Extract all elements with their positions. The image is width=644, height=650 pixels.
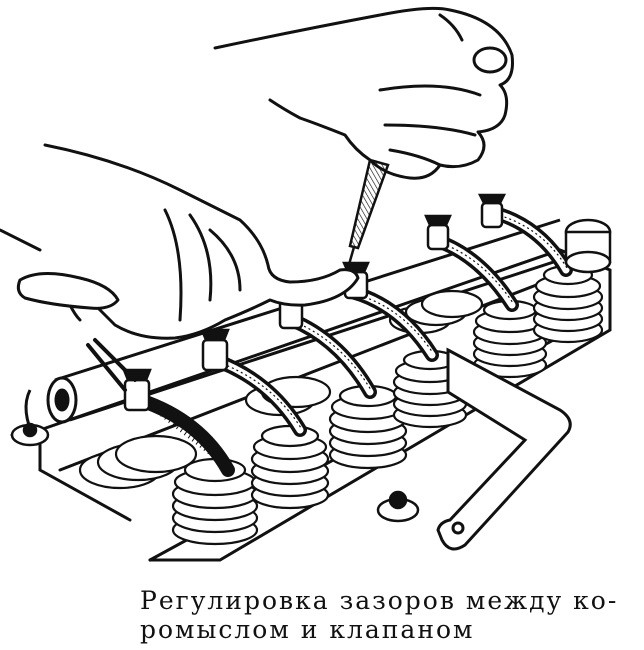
valve-spring-3 [328, 384, 408, 470]
rocker-posts [122, 193, 507, 412]
illustration [0, 6, 612, 562]
valve-spring-1 [171, 457, 259, 546]
caption-line-1: Регулировка зазоров между ко- [140, 586, 619, 615]
bolt-left [10, 422, 50, 447]
adjuster-nut-6 [477, 193, 507, 229]
oil-cap [564, 218, 612, 274]
screwdriver [346, 158, 390, 269]
block-bolts [10, 218, 612, 523]
bolt-front [376, 490, 420, 523]
valve-spring-2 [250, 424, 330, 510]
adjuster-nut-2 [200, 328, 230, 372]
right-hand [213, 6, 514, 180]
adjuster-nut-5 [424, 214, 452, 251]
rocker-arm-1 [133, 393, 235, 477]
figure-caption: Регулировка зазоров между ко- ромыслом и… [140, 586, 640, 644]
left-hand [0, 143, 360, 392]
feeler-gauge [436, 347, 572, 551]
valve-spring-6 [532, 264, 604, 344]
adjuster-nut-1 [122, 368, 152, 412]
wrench [16, 272, 120, 310]
caption-line-2: ромыслом и клапаном [140, 615, 475, 644]
